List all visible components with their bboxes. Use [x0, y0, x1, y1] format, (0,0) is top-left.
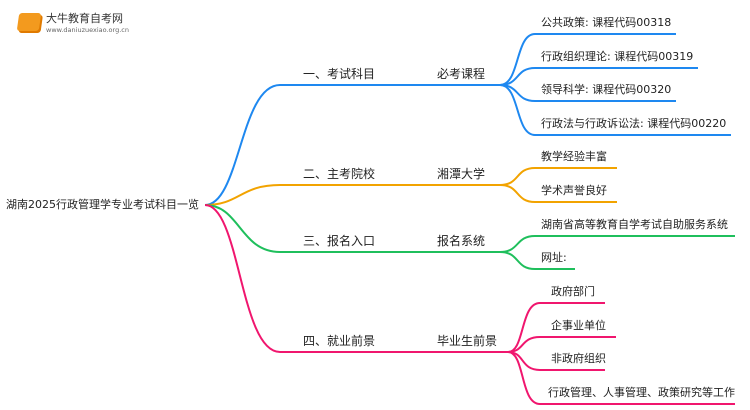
leaf-line [499, 33, 676, 86]
leaf-line [507, 302, 605, 353]
leaf-line [499, 84, 731, 136]
leaf-line [507, 351, 735, 405]
branch-label: 一、考试科目 [303, 67, 376, 81]
leaf-line [499, 235, 735, 253]
branch-label: 三、报名入口 [303, 234, 376, 248]
leaf: 行政管理、人事管理、政策研究等工作 [548, 386, 735, 399]
leaf-line [499, 67, 698, 86]
leaf: 行政组织理论: 课程代码00319 [541, 50, 694, 63]
leaf: 行政法与行政诉讼法: 课程代码00220 [541, 117, 727, 130]
leaf-lines-1 [499, 33, 731, 136]
branch-sub: 毕业生前景 [437, 334, 498, 348]
leaf: 教学经验丰富 [541, 150, 607, 163]
root-node: 湖南2025行政管理学专业考试科目一览 [6, 198, 199, 211]
leaf-lines-2 [499, 167, 617, 203]
logo-url: www.daniuzuexiao.org.cn [46, 26, 129, 34]
branch-sub: 湘潭大学 [437, 167, 486, 181]
leaf: 公共政策: 课程代码00318 [541, 16, 672, 29]
leaf: 湖南省高等教育自学考试自助服务系统 [541, 218, 728, 231]
logo-title: 大牛教育自考网 [46, 12, 123, 25]
branch-label: 二、主考院校 [303, 167, 376, 181]
leaf-line [499, 251, 575, 270]
leaf: 非政府组织 [551, 352, 606, 365]
branch-label: 四、就业前景 [303, 334, 376, 348]
logo: 大牛教育自考网 www.daniuzuexiao.org.cn [16, 10, 129, 34]
branch-line-3 [204, 204, 500, 253]
leaf: 政府部门 [551, 285, 595, 298]
branch-line-2 [204, 184, 500, 206]
leaf-lines-4 [507, 302, 735, 405]
branch-line-1 [204, 84, 500, 206]
leaf: 学术声誉良好 [541, 184, 607, 197]
leaf: 网址: [541, 251, 567, 264]
leaf: 领导科学: 课程代码00320 [541, 83, 672, 96]
book-icon [16, 13, 42, 31]
branch-sub: 报名系统 [437, 234, 486, 248]
branch-line-4 [204, 204, 508, 353]
leaf-line [499, 167, 617, 186]
leaf-lines-3 [499, 235, 735, 270]
branch-sub: 必考课程 [437, 67, 486, 81]
leaf: 企事业单位 [551, 319, 606, 332]
leaf-line [507, 336, 616, 353]
leaf-line [499, 184, 617, 203]
